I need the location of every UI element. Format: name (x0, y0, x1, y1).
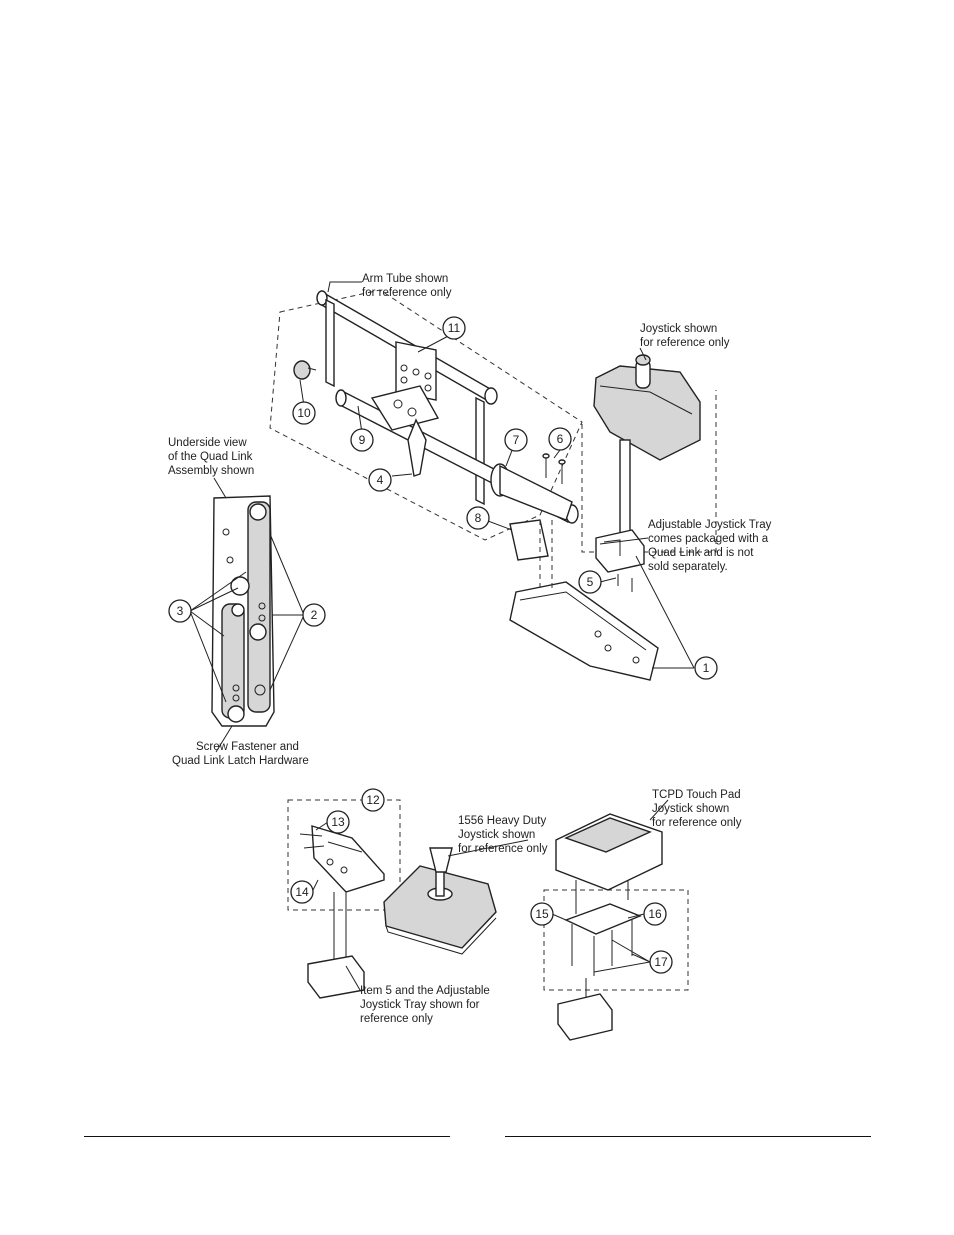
svg-text:9: 9 (359, 433, 366, 447)
callout-8: 8 (466, 506, 490, 530)
knob (293, 360, 317, 380)
tray-screws (617, 574, 633, 592)
underside-label: Underside view of the Quad Link Assembly… (168, 437, 256, 477)
callout-3: 3 (168, 599, 192, 623)
svg-text:5: 5 (587, 575, 594, 589)
item5-label: Item 5 and the Adjustable Joystick Tray … (360, 985, 493, 1025)
footer-rule-left (84, 1136, 450, 1137)
callout-15: 15 (530, 902, 554, 926)
screws (542, 453, 566, 484)
quad-link-plate (509, 520, 659, 681)
tcpd-plate (564, 903, 642, 1004)
joystick-label: Joystick shown for reference only (640, 323, 730, 349)
svg-text:11: 11 (448, 321, 461, 335)
arm-tube-label: Arm Tube shown for reference only (362, 273, 452, 299)
tray-label: Adjustable Joystick Tray comes packaged … (648, 519, 775, 573)
svg-text:6: 6 (557, 432, 564, 446)
heavy-duty-bracket (299, 825, 385, 964)
callout-10: 10 (292, 401, 316, 425)
joystick (593, 354, 701, 537)
clamp-bracket (395, 341, 437, 401)
callout-2: 2 (302, 603, 326, 627)
lower-tray-left (307, 955, 365, 999)
heavy-duty-label: 1556 Heavy Duty Joystick shown for refer… (458, 815, 549, 855)
svg-text:16: 16 (648, 907, 662, 921)
heavy-duty-joystick (383, 847, 497, 955)
callout-9: 9 (350, 428, 374, 452)
svg-text:12: 12 (366, 793, 380, 807)
svg-text:14: 14 (295, 885, 309, 899)
callout-11: 11 (442, 316, 466, 340)
callout-1: 1 (694, 656, 718, 680)
callout-6: 6 (548, 427, 572, 451)
callout-17: 17 (649, 950, 673, 974)
assembly-4-outline (269, 289, 583, 541)
svg-text:2: 2 (311, 608, 318, 622)
tray-outline (581, 390, 717, 553)
svg-text:7: 7 (513, 433, 520, 447)
screw-fastener-label: Screw Fastener and Quad Link Latch Hardw… (172, 741, 309, 767)
callout-14: 14 (290, 880, 314, 904)
adjustable-joystick-tray (595, 529, 645, 573)
svg-text:8: 8 (475, 511, 482, 525)
assembly-12-outline (287, 799, 401, 911)
svg-text:1: 1 (703, 661, 710, 675)
svg-text:4: 4 (377, 473, 384, 487)
callout-16: 16 (643, 902, 667, 926)
tcpd-touch-pad (555, 813, 663, 914)
tcpd-label: TCPD Touch Pad Joystick shown for refere… (652, 789, 744, 829)
svg-text:17: 17 (654, 955, 668, 969)
tube-end (499, 464, 573, 521)
underside-quad-link (211, 495, 275, 727)
callout-7: 7 (504, 428, 528, 452)
assembly-15-outline (543, 889, 689, 991)
svg-text:3: 3 (177, 604, 184, 618)
lower-tray-right (557, 993, 613, 1041)
svg-text:15: 15 (535, 907, 549, 921)
callout-12: 12 (361, 788, 385, 812)
latch-block (509, 519, 549, 561)
footer-rule-right (505, 1136, 871, 1137)
callout-5: 5 (578, 570, 602, 594)
svg-text:13: 13 (331, 815, 345, 829)
svg-text:10: 10 (297, 406, 311, 420)
callout-4: 4 (368, 468, 392, 492)
callout-13: 13 (326, 810, 350, 834)
